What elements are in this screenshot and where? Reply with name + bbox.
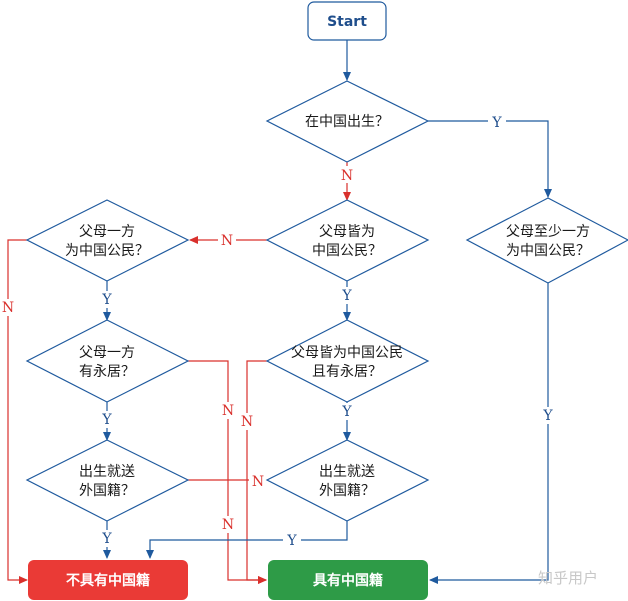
edge-born-yes (428, 120, 552, 198)
decision-parents-both-line2: 中国公民？ (312, 243, 382, 259)
decision-both-res-line2: 且有永居？ (312, 364, 382, 380)
decision-at-least-one-line1: 父母至少一方 (506, 224, 590, 240)
decision-parents-both-line1: 父母皆为 (319, 224, 375, 240)
edge-oneres-no (188, 360, 267, 584)
decision-parents-both-chinese: 父母皆为 中国公民？ (265, 199, 430, 282)
label-bothres-no: N (241, 414, 253, 430)
decision-foreign-left-line1: 出生就送 (79, 464, 135, 480)
start-node: Start (307, 1, 387, 41)
label-fl-yes: Y (101, 531, 112, 547)
decision-one-res-line1: 父母一方 (79, 345, 135, 361)
label-born-yes: Y (491, 115, 502, 131)
decision-foreign-mid-line1: 出生就送 (319, 464, 375, 480)
decision-foreign-left-line2: 外国籍？ (79, 482, 135, 499)
edge-one-no (7, 239, 28, 584)
edge-bothres-no (246, 360, 267, 584)
label-oneres-yes: Y (101, 412, 112, 428)
label-bothres-yes: Y (341, 404, 352, 420)
label-fm-yes: Y (286, 533, 297, 549)
edge-atleast-yes (429, 283, 549, 584)
terminal-no-citizenship: 不具有中国籍 (28, 560, 188, 600)
decision-foreign-mid: 出生就送 外国籍？ (265, 439, 430, 522)
terminal-has-citizenship-label: 具有中国籍 (312, 572, 383, 589)
label-oneres-no-2: N (222, 517, 234, 533)
decision-one-parent-chinese: 父母一方 为中国公民？ (25, 199, 190, 282)
decision-born-in-china-label: 在中国出生？ (305, 114, 389, 130)
terminal-no-citizenship-label: 不具有中国籍 (66, 572, 150, 589)
decision-foreign-mid-line2: 外国籍？ (319, 482, 375, 499)
edge-fm-yes (146, 521, 348, 559)
label-born-no: N (341, 168, 353, 184)
decision-born-in-china: 在中国出生？ (265, 80, 430, 163)
label-both-yes: Y (341, 288, 352, 304)
label-fl-no: N (252, 474, 264, 490)
watermark-text: 知乎用户 (538, 569, 598, 587)
label-one-no: N (2, 300, 14, 316)
decision-at-least-one-line2: 为中国公民？ (506, 243, 590, 259)
start-label: Start (327, 14, 367, 30)
label-one-yes: Y (101, 292, 112, 308)
label-atleast-yes: Y (542, 408, 553, 424)
decision-at-least-one-parent: 父母至少一方 为中国公民？ (465, 197, 628, 284)
decision-one-parent-residence: 父母一方 有永居？ (25, 319, 190, 403)
terminal-has-citizenship: 具有中国籍 (268, 560, 428, 600)
decision-both-res-line1: 父母皆为中国公民 (291, 345, 403, 361)
decision-one-parent-line2: 为中国公民？ (65, 243, 149, 259)
decision-one-res-line2: 有永居？ (79, 364, 135, 380)
decision-both-chinese-residence: 父母皆为中国公民 且有永居？ (265, 319, 430, 403)
label-oneres-no: N (222, 403, 234, 419)
decision-foreign-left: 出生就送 外国籍？ (25, 439, 190, 522)
label-both-no: N (221, 233, 233, 249)
decision-one-parent-line1: 父母一方 (79, 224, 135, 240)
